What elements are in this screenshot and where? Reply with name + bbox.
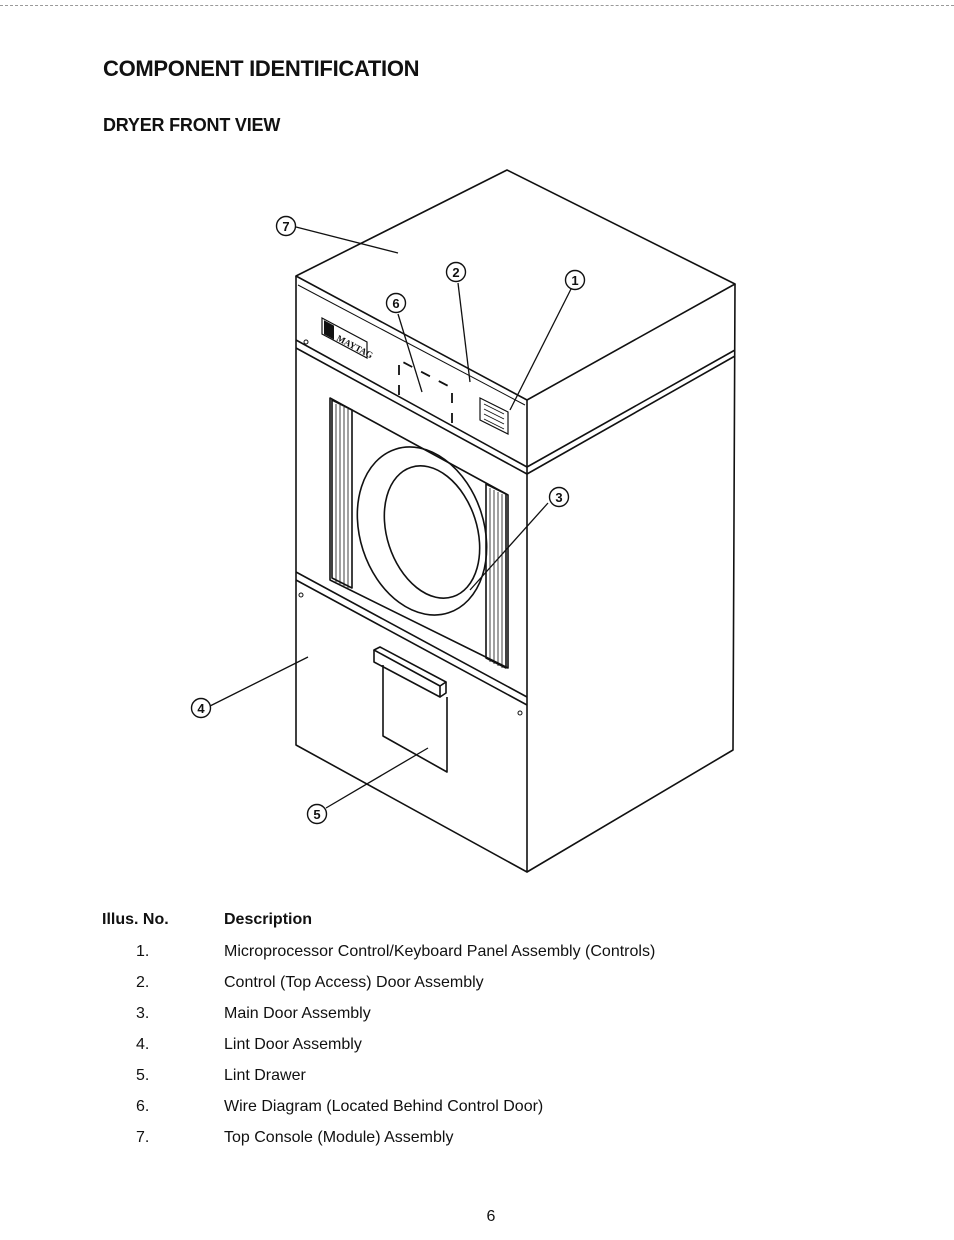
row-number: 1. [136, 943, 150, 960]
row-description: Control (Top Access) Door Assembly [224, 974, 484, 991]
main-door [329, 397, 509, 669]
row-number: 3. [136, 1005, 150, 1022]
svg-text:5: 5 [313, 807, 320, 822]
dryer-top-face [295, 169, 736, 401]
svg-text:4: 4 [197, 701, 205, 716]
row-number: 4. [136, 1036, 150, 1053]
table-row: 1. Microprocessor Control/Keyboard Panel… [0, 943, 954, 967]
dryer-front-left-edge [295, 276, 528, 873]
callouts: 1 2 3 4 5 6 7 [190, 215, 586, 825]
table-row: 7. Top Console (Module) Assembly [0, 1129, 954, 1153]
callout-4: 4 [190, 697, 212, 719]
wire-diagram-location [398, 358, 453, 425]
logo-text: MAYTAG [335, 333, 375, 360]
table-row: 3. Main Door Assembly [0, 1005, 954, 1029]
lint-drawer [373, 646, 448, 773]
svg-text:7: 7 [282, 219, 289, 234]
table-row: 4. Lint Door Assembly [0, 1036, 954, 1060]
callout-5: 5 [306, 803, 328, 825]
callout-6: 6 [385, 292, 407, 314]
dryer-front-view-diagram: MAYTAG [190, 169, 736, 873]
row-number: 5. [136, 1067, 150, 1084]
leader-lines [209, 226, 572, 809]
table-row: 6. Wire Diagram (Located Behind Control … [0, 1098, 954, 1122]
screws [298, 339, 523, 716]
row-number: 2. [136, 974, 150, 991]
callout-2: 2 [445, 261, 467, 283]
top-rule [0, 5, 954, 6]
svg-text:6: 6 [392, 296, 399, 311]
maytag-logo: MAYTAG [321, 317, 375, 360]
row-description: Wire Diagram (Located Behind Control Doo… [224, 1098, 544, 1115]
page-number: 6 [486, 1208, 496, 1225]
row-description: Lint Drawer [224, 1067, 306, 1084]
table-header-description: Description [224, 911, 313, 928]
row-description: Lint Door Assembly [224, 1036, 362, 1053]
table-row: 2. Control (Top Access) Door Assembly [0, 974, 954, 998]
dryer-right-side [526, 283, 736, 873]
callout-3: 3 [548, 486, 570, 508]
row-description: Main Door Assembly [224, 1005, 371, 1022]
page-title: COMPONENT IDENTIFICATION [103, 56, 420, 81]
table-header-illus-no: Illus. No. [102, 911, 169, 928]
door-hinge-ribs [335, 404, 503, 668]
table-row: 5. Lint Drawer [0, 1067, 954, 1091]
dryer-outline [295, 169, 736, 873]
svg-text:3: 3 [555, 490, 562, 505]
svg-text:1: 1 [571, 273, 578, 288]
row-number: 7. [136, 1129, 150, 1146]
callout-7: 7 [275, 215, 297, 237]
svg-text:2: 2 [452, 265, 459, 280]
row-description: Microprocessor Control/Keyboard Panel As… [224, 943, 656, 960]
row-number: 6. [136, 1098, 150, 1115]
control-panel-keypad [479, 397, 509, 435]
callout-1: 1 [564, 269, 586, 291]
section-title: DRYER FRONT VIEW [103, 115, 281, 135]
row-description: Top Console (Module) Assembly [224, 1129, 454, 1146]
